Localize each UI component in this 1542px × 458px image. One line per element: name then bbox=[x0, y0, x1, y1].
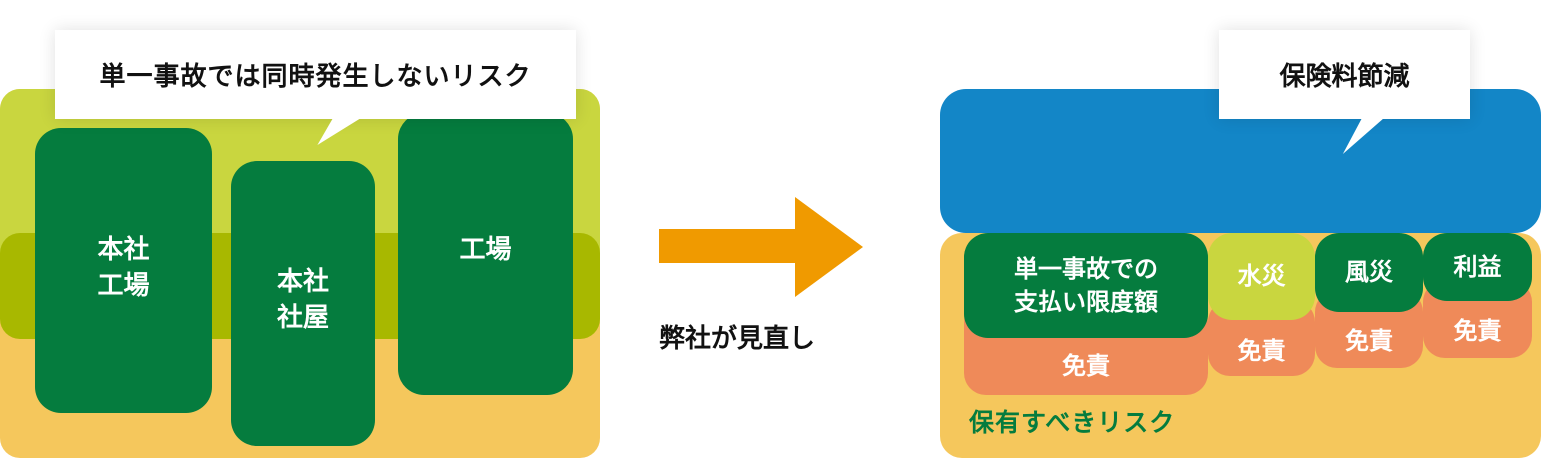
box-line: 本社 bbox=[97, 235, 150, 265]
tile-profit: 利益 bbox=[1423, 233, 1532, 301]
deductible-label: 免責 bbox=[1453, 317, 1502, 345]
retained-risk-label: 保有すべきリスク bbox=[969, 408, 1176, 437]
left-callout: 単一事故では同時発生しないリスク bbox=[55, 30, 576, 119]
risk-box-head-office-building: 本社 社屋 bbox=[231, 161, 375, 446]
deductible-label: 免責 bbox=[1345, 327, 1393, 355]
arrow-right-icon bbox=[795, 197, 863, 297]
risk-box-factory: 工場 bbox=[398, 113, 573, 395]
tile-wind: 風災 bbox=[1315, 233, 1423, 312]
risk-box-head-office-factory: 本社 工場 bbox=[35, 128, 212, 413]
tile-flood: 水災 bbox=[1208, 233, 1315, 320]
right-callout-text: 保険料節減 bbox=[1279, 62, 1410, 92]
tile-line: 風災 bbox=[1345, 258, 1393, 286]
tile-single-accident-limit: 単一事故での 支払い限度額 bbox=[964, 233, 1208, 338]
tile-line: 利益 bbox=[1453, 252, 1502, 281]
deductible-label: 免責 bbox=[1062, 352, 1110, 380]
box-line: 本社 bbox=[276, 267, 329, 297]
tile-line: 水災 bbox=[1237, 262, 1286, 290]
box-line: 工場 bbox=[459, 235, 512, 265]
tile-line: 単一事故での bbox=[1014, 254, 1158, 283]
right-callout: 保険料節減 bbox=[1219, 30, 1470, 119]
left-callout-text: 単一事故では同時発生しないリスク bbox=[99, 62, 532, 92]
box-line: 社屋 bbox=[276, 303, 329, 333]
deductible-label: 免責 bbox=[1237, 337, 1286, 365]
box-line: 工場 bbox=[97, 271, 150, 301]
arrow-right-icon-shaft bbox=[659, 229, 809, 263]
tile-line: 支払い限度額 bbox=[1014, 287, 1158, 316]
arrow-label: 弊社が見直し bbox=[659, 324, 816, 354]
